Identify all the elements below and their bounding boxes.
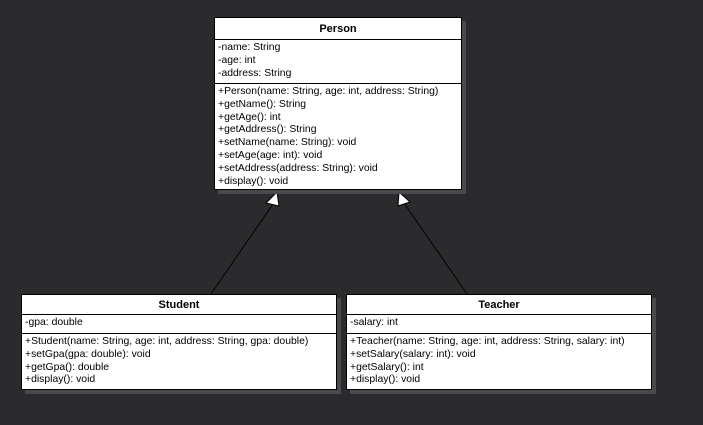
class-name-teacher: Teacher bbox=[347, 295, 651, 315]
operations-section-teacher: +Teacher(name: String, age: int, address… bbox=[347, 334, 651, 387]
attribute-item: -age: int bbox=[218, 54, 256, 66]
operation-item: +display(): void bbox=[25, 374, 96, 386]
operation-item: +getAge(): int bbox=[218, 111, 281, 123]
student-generalization-arrowhead bbox=[265, 190, 280, 207]
attributes-section-teacher: -salary: int bbox=[347, 315, 651, 334]
attribute-item: -address: String bbox=[218, 67, 292, 79]
teacher-generalization-arrowhead bbox=[397, 190, 411, 207]
class-name-student: Student bbox=[22, 295, 336, 315]
operations-section-person: +Person(name: String, age: int, address:… bbox=[215, 84, 461, 188]
operation-item: +setAddress(address: String): void bbox=[218, 162, 378, 174]
class-box-student[interactable]: Student -gpa: double +Student(name: Stri… bbox=[21, 294, 337, 390]
attributes-section-student: -gpa: double bbox=[22, 315, 336, 334]
operation-item: +Student(name: String, age: int, address… bbox=[25, 336, 309, 347]
operation-item: +display(): void bbox=[218, 175, 289, 187]
class-box-teacher[interactable]: Teacher -salary: int +Teacher(name: Stri… bbox=[346, 294, 652, 390]
operations-section-student: +Student(name: String, age: int, address… bbox=[22, 334, 336, 387]
operation-item: +getSalary(): int bbox=[350, 361, 424, 373]
operation-item: +display(): void bbox=[350, 374, 421, 386]
student-generalization-line[interactable] bbox=[210, 203, 274, 295]
attribute-item: -gpa: double bbox=[25, 317, 83, 328]
operation-item: +getName(): String bbox=[218, 98, 307, 110]
class-name-person: Person bbox=[215, 18, 461, 40]
attribute-item: -name: String bbox=[218, 42, 281, 53]
attribute-item: -salary: int bbox=[350, 317, 398, 328]
teacher-generalization-line[interactable] bbox=[403, 202, 468, 295]
class-box-person[interactable]: Person -name: String -age: int -address:… bbox=[214, 17, 462, 190]
operation-item: +Teacher(name: String, age: int, address… bbox=[350, 336, 625, 347]
operation-item: +getGpa(): double bbox=[25, 361, 110, 373]
operation-item: +getAddress(): String bbox=[218, 124, 317, 136]
operation-item: +Person(name: String, age: int, address:… bbox=[218, 86, 439, 97]
attributes-section-person: -name: String -age: int -address: String bbox=[215, 40, 461, 84]
operation-item: +setName(name: String): void bbox=[218, 137, 357, 149]
operation-item: +setSalary(salary: int): void bbox=[350, 348, 476, 360]
operation-item: +setAge(age: int): void bbox=[218, 149, 323, 161]
operation-item: +setGpa(gpa: double): void bbox=[25, 348, 151, 360]
